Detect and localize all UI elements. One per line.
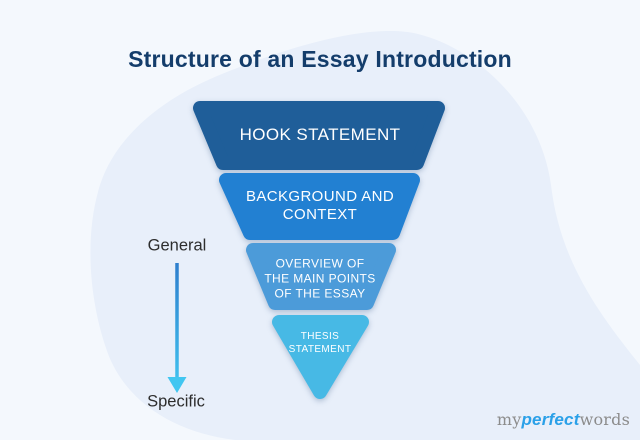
funnel-segment-background (219, 173, 420, 240)
funnel-segment-overview (246, 243, 396, 310)
funnel-segment-thesis (272, 315, 369, 399)
down-arrow-icon (167, 263, 187, 393)
funnel-segment-hook (193, 101, 445, 170)
funnel-diagram (193, 101, 445, 399)
